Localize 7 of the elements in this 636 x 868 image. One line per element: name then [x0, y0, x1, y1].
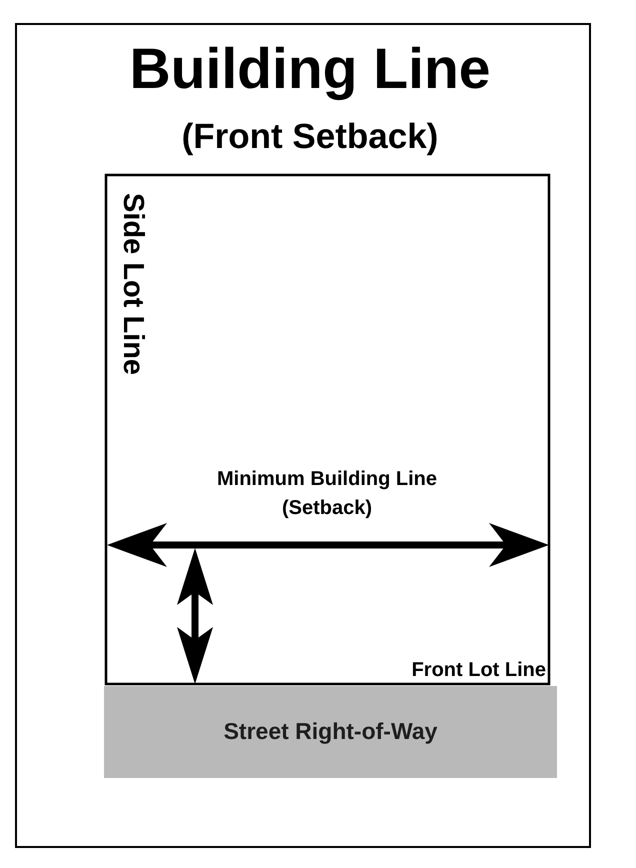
building-line-label: Minimum Building Line (Setback): [216, 467, 438, 521]
side-lot-line-label: Side Lot Line: [116, 193, 148, 376]
title: Building Line: [128, 38, 492, 101]
front-lot-line-label: Front Lot Line: [412, 659, 546, 681]
subtitle: (Front Setback): [180, 118, 440, 156]
street-band: [104, 686, 557, 778]
street-label: Street Right-of-Way: [224, 719, 438, 745]
